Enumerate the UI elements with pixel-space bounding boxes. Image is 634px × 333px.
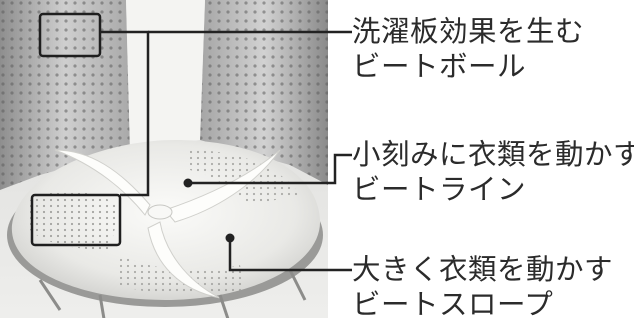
callout-beat-ball-line1: 洗濯板効果を生む [352,15,585,48]
callout-beat-line-line1: 小刻みに衣類を動かす [352,138,634,171]
beat-ball-box [38,12,102,58]
callout-beat-ball-line2: ビートボール [352,50,527,83]
beat-ball-box-2 [30,193,122,247]
leader-lines [100,30,352,272]
callout-beat-slope-line2: ビートスロープ [352,288,554,321]
beat-slope-marker [225,233,235,243]
vane-1 [54,149,151,216]
callout-beat-ball: 洗濯板効果を生む ビートボール [352,14,584,84]
callout-beat-slope: 大きく衣類を動かす ビートスロープ [352,252,613,322]
callout-beat-line-line2: ビートライン [352,173,527,206]
callout-beat-slope-line1: 大きく衣類を動かす [352,253,614,286]
pulsator-hub [147,204,173,220]
vane-2 [164,149,281,223]
drum-center [126,0,205,150]
beat-line-marker [183,178,193,188]
callout-beat-line: 小刻みに衣類を動かす ビートライン [352,137,634,207]
